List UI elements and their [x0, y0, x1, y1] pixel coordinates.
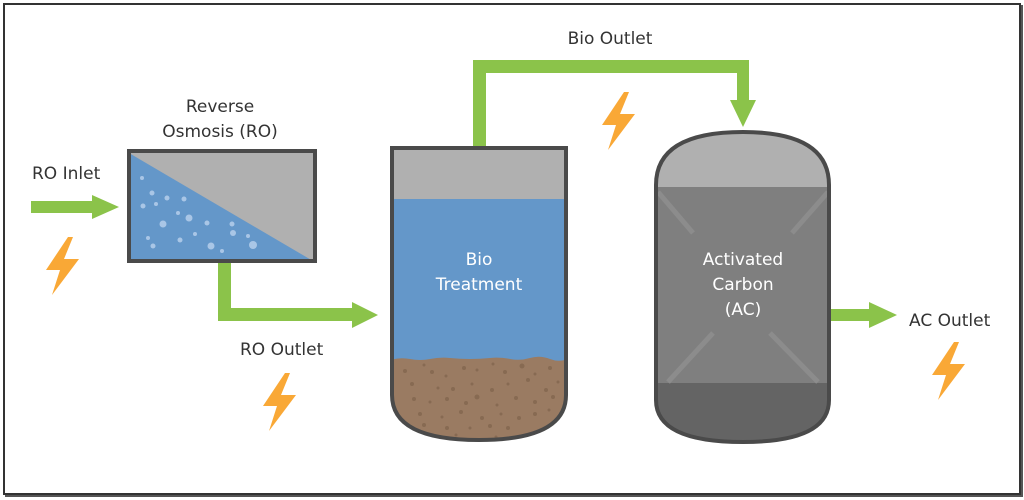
arrow-head-icon — [869, 302, 897, 328]
ro-unit-label-line1: Reverse — [186, 97, 254, 117]
flow-bio-outlet — [473, 60, 756, 148]
bubbles — [140, 176, 257, 253]
ac-outlet-label: AC Outlet — [909, 311, 991, 331]
ac-bottom — [656, 383, 829, 442]
ro-unit-label-line2: Osmosis (RO) — [162, 122, 278, 142]
bio-outlet-label: Bio Outlet — [568, 29, 653, 49]
ro-water — [129, 153, 313, 261]
bio-water — [392, 199, 566, 361]
lightning-bolt-icon — [263, 373, 296, 431]
bio-tank-outline — [390, 146, 568, 443]
flow-ac-outlet — [831, 302, 897, 328]
flow-pipe — [737, 60, 749, 102]
lightning-bolt-icon — [46, 237, 79, 295]
ac-struts — [656, 190, 829, 384]
flow-pipe — [831, 309, 871, 321]
sludge-particles — [403, 362, 560, 439]
flow-pipe — [218, 308, 353, 321]
flow-ro-outlet — [218, 263, 378, 328]
flow-pipe — [218, 263, 231, 321]
lightning-bolt-icon — [932, 342, 965, 400]
flow-pipe — [473, 60, 749, 73]
flow-pipe — [31, 201, 93, 213]
ac-headspace — [656, 132, 829, 188]
flow-pipe — [473, 60, 486, 148]
ac-vessel-label-line2: Carbon — [712, 275, 773, 295]
lightning-bolt-icon — [602, 92, 635, 150]
ro-inlet-label: RO Inlet — [32, 164, 101, 184]
ac-vessel — [654, 129, 831, 445]
ac-vessel-label-line1: Activated — [703, 250, 783, 270]
arrow-head-icon — [730, 100, 756, 127]
ro-unit — [127, 149, 317, 263]
ac-vessel-label-line3: (AC) — [725, 300, 761, 320]
arrow-head-icon — [92, 195, 119, 219]
bio-tank-label-line2: Treatment — [435, 275, 523, 295]
bio-tank-label-line1: Bio — [466, 250, 493, 270]
bio-sludge — [392, 356, 566, 440]
bio-tank — [390, 146, 568, 443]
ac-vessel-outline — [654, 129, 831, 445]
flow-ro-inlet — [31, 195, 119, 219]
arrow-head-icon — [352, 302, 378, 328]
ro-outline — [127, 149, 317, 263]
ro-outlet-label: RO Outlet — [240, 340, 324, 360]
bio-headspace — [392, 148, 566, 200]
